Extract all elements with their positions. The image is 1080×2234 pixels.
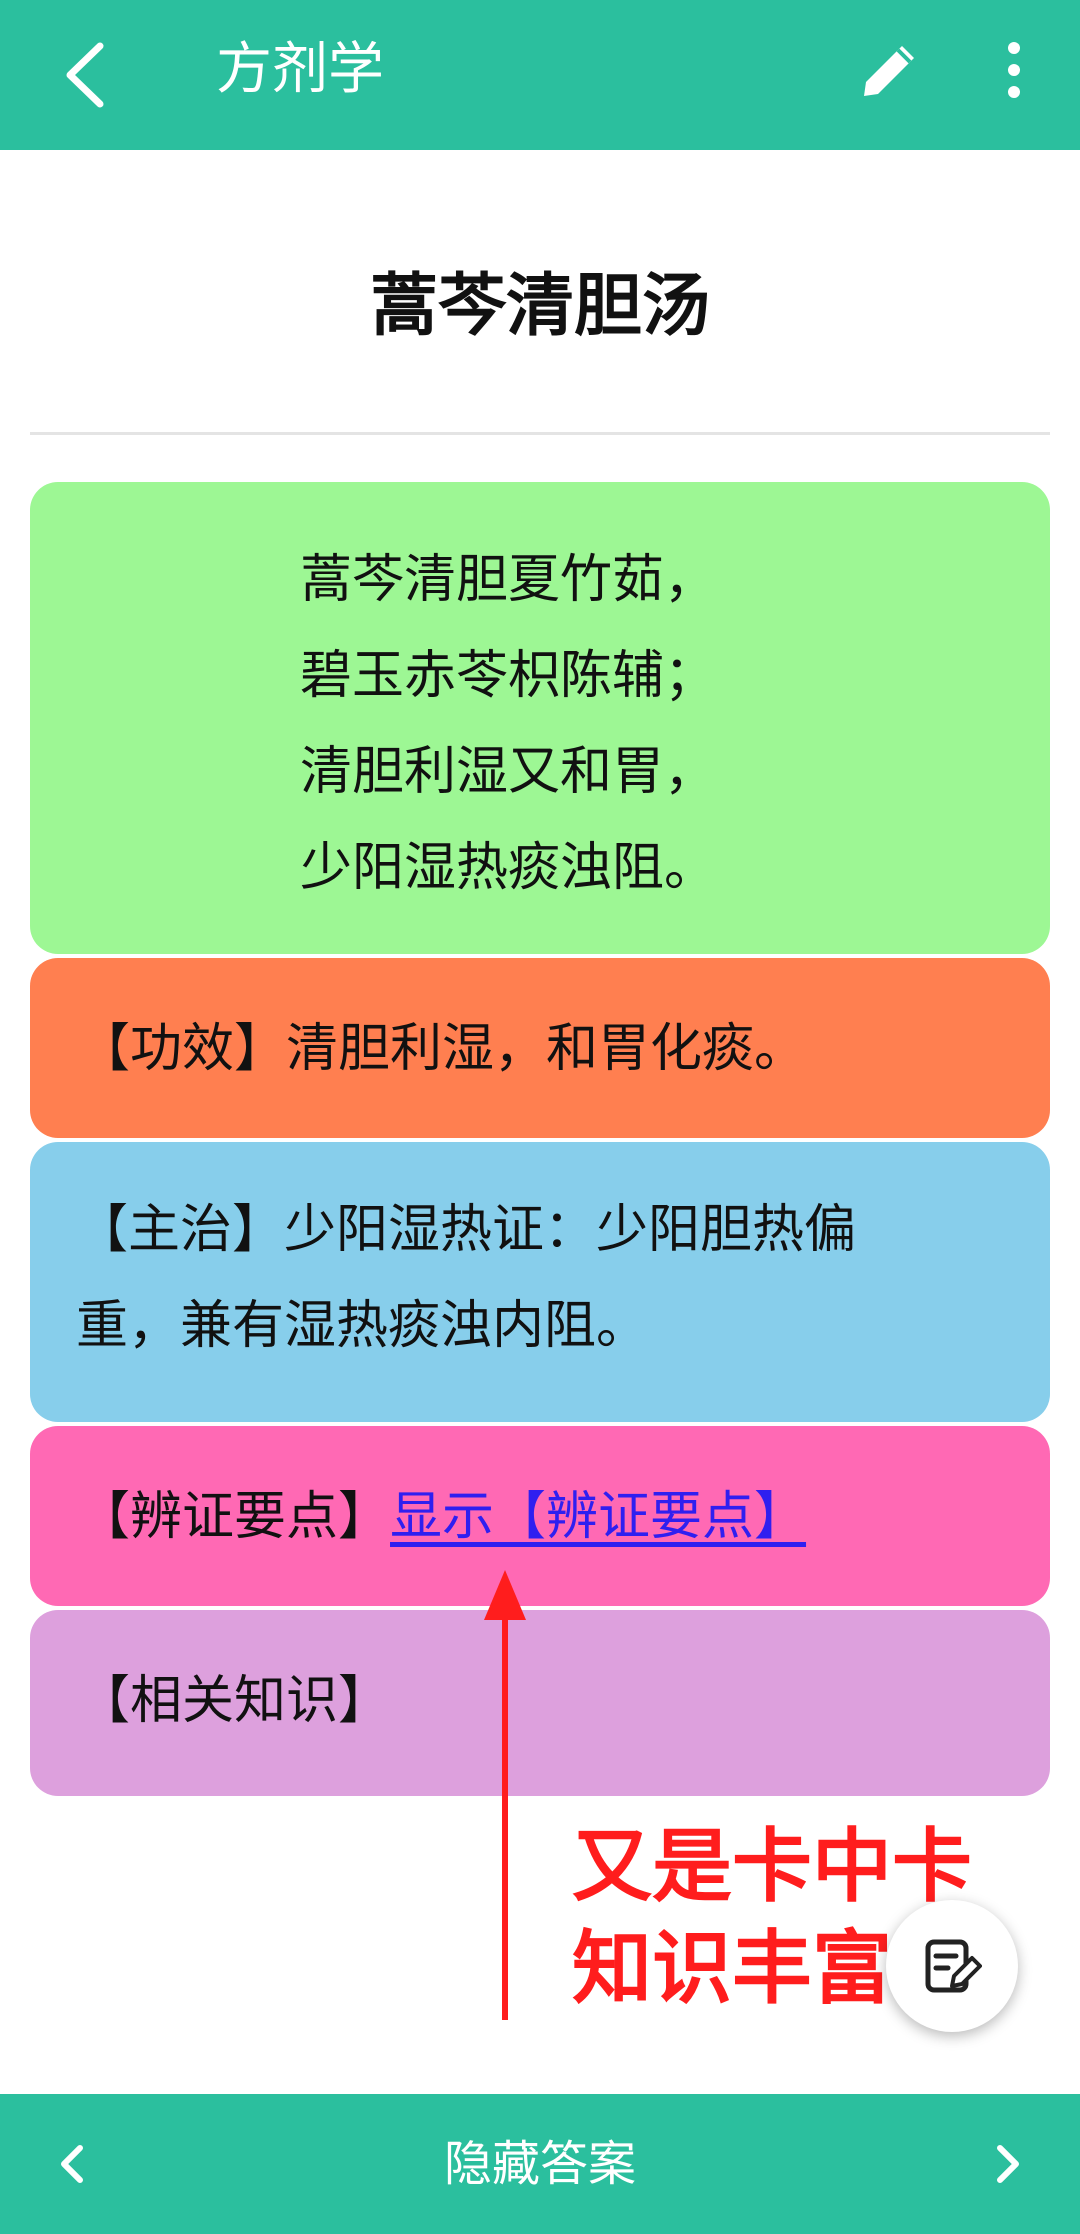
show-keypoints-link[interactable]: 显示【辨证要点】 xyxy=(390,1487,807,1547)
effect-box: 【功效】清胆利湿，和胃化痰。 xyxy=(30,958,1050,1138)
effect-text: 【功效】清胆利湿，和胃化痰。 xyxy=(78,1019,807,1079)
annotation-line: 知识丰富 xyxy=(572,1922,892,2015)
poem-line: 清胆利湿又和胃， xyxy=(300,742,717,802)
back-button[interactable] xyxy=(58,36,118,114)
keypoints-row: 【辨证要点】显示【辨证要点】 xyxy=(78,1472,1010,1562)
bottom-bar: 隐藏答案 xyxy=(0,2094,1080,2234)
previous-card-button[interactable] xyxy=(54,2142,90,2186)
chevron-right-icon xyxy=(997,2145,1019,2183)
divider xyxy=(30,432,1050,435)
note-fab[interactable] xyxy=(886,1900,1018,2032)
poem-line: 少阳湿热痰浊阻。 xyxy=(300,838,717,898)
keypoints-box: 【辨证要点】显示【辨证要点】 xyxy=(30,1426,1050,1606)
annotation-arrow xyxy=(484,1570,526,2020)
chevron-left-icon xyxy=(61,2145,83,2183)
card-title: 蒿芩清胆汤 xyxy=(369,267,710,346)
indication-box: 【主治】少阳湿热证：少阳胆热偏 重，兼有湿热痰浊内阻。 xyxy=(30,1142,1050,1422)
more-vertical-icon xyxy=(1008,42,1020,98)
edit-note-icon xyxy=(925,1939,982,1993)
indication-line: 【主治】少阳湿热证：少阳胆热偏 xyxy=(76,1200,857,1260)
hide-answer-button[interactable]: 隐藏答案 xyxy=(443,2136,636,2192)
poem-box: 蒿芩清胆夏竹茹， 碧玉赤苓枳陈辅； 清胆利湿又和胃， 少阳湿热痰浊阻。 xyxy=(30,482,1050,954)
annotation-text: 又是卡中卡 知识丰富 xyxy=(572,1816,972,2020)
poem-line: 碧玉赤苓枳陈辅； xyxy=(300,646,717,706)
indication-line: 重，兼有湿热痰浊内阻。 xyxy=(76,1296,649,1356)
annotation-line: 又是卡中卡 xyxy=(572,1820,972,1913)
chevron-left-icon xyxy=(66,42,104,108)
indication-text: 【主治】少阳湿热证：少阳胆热偏 重，兼有湿热痰浊内阻。 xyxy=(76,1182,1010,1374)
top-app-bar: 方剂学 xyxy=(0,0,1080,150)
poem-lines: 蒿芩清胆夏竹茹， 碧玉赤苓枳陈辅； 清胆利湿又和胃， 少阳湿热痰浊阻。 xyxy=(300,532,716,916)
poem-line: 蒿芩清胆夏竹茹， xyxy=(300,550,717,610)
app-title: 方剂学 xyxy=(216,37,384,102)
edit-button[interactable] xyxy=(858,38,922,102)
more-options-button[interactable] xyxy=(998,38,1030,102)
pencil-icon xyxy=(864,46,914,96)
related-label: 【相关知识】 xyxy=(78,1671,391,1731)
related-box: 【相关知识】 xyxy=(30,1610,1050,1796)
next-card-button[interactable] xyxy=(990,2142,1026,2186)
keypoints-label: 【辨证要点】 xyxy=(78,1487,391,1547)
